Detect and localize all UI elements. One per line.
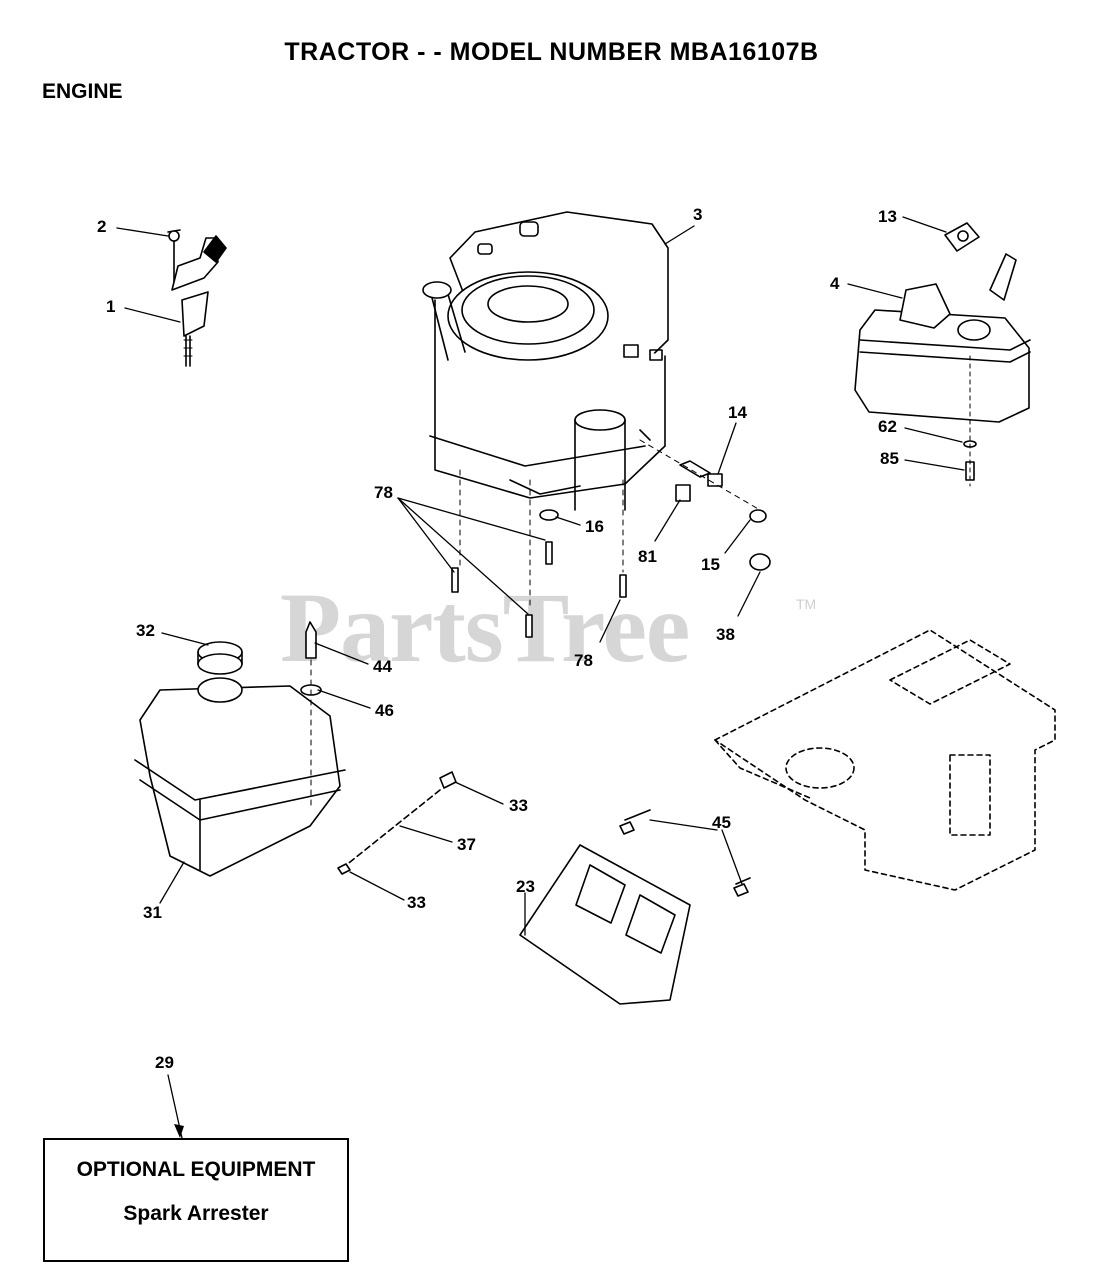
callout-78-bottom: 78	[574, 651, 593, 670]
callout-62: 62	[878, 417, 897, 436]
callout-13: 13	[878, 207, 897, 226]
frame-part	[714, 629, 1056, 891]
callout-23: 23	[516, 877, 535, 896]
watermark-tm: TM	[796, 596, 817, 612]
throttle-control-part	[167, 229, 227, 367]
callout-1: 1	[106, 297, 115, 316]
callout-81: 81	[638, 547, 657, 566]
callout-45: 45	[712, 813, 731, 832]
muffler-part	[854, 222, 1031, 487]
callout-14: 14	[728, 403, 747, 422]
engine-part	[422, 211, 669, 511]
callout-2: 2	[97, 217, 106, 236]
callout-4: 4	[830, 274, 840, 293]
callout-31: 31	[143, 903, 162, 922]
callout-38: 38	[716, 625, 735, 644]
callout-46: 46	[375, 701, 394, 720]
callout-37: 37	[457, 835, 476, 854]
optional-equipment-item: Spark Arrester	[123, 1202, 269, 1225]
diagram-title: TRACTOR - - MODEL NUMBER MBA16107B	[284, 38, 819, 66]
callout-44: 44	[373, 657, 392, 676]
callout-32: 32	[136, 621, 155, 640]
fuel-line-part	[337, 771, 457, 875]
optional-equipment-box: OPTIONAL EQUIPMENT Spark Arrester	[43, 1138, 349, 1262]
callout-33-top: 33	[509, 796, 528, 815]
callout-labels: 2 1 3 13 4 14 62 85 78 16 81 15 38 78 32…	[97, 205, 899, 1072]
engine-hardware	[451, 439, 771, 638]
callout-85: 85	[880, 449, 899, 468]
callout-33-bottom: 33	[407, 893, 426, 912]
callout-78-top: 78	[374, 483, 393, 502]
heat-shield-part	[519, 809, 751, 1005]
callout-29: 29	[155, 1053, 174, 1072]
fuel-tank-part	[134, 621, 346, 877]
callout-3: 3	[693, 205, 702, 224]
optional-equipment-title: OPTIONAL EQUIPMENT	[76, 1158, 316, 1181]
callout-16: 16	[585, 517, 604, 536]
section-label: ENGINE	[42, 80, 123, 103]
callout-15: 15	[701, 555, 720, 574]
